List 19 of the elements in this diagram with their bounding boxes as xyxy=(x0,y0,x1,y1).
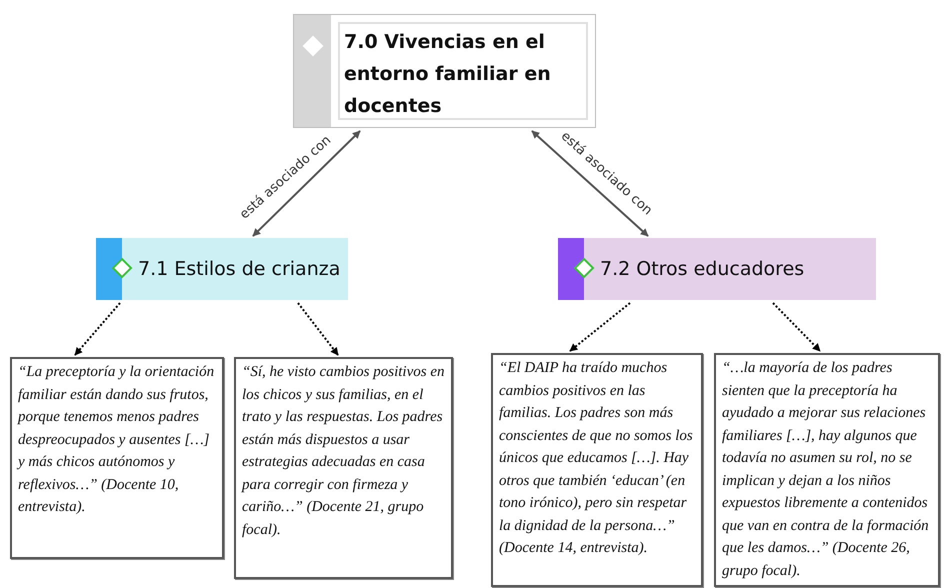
quote-box xyxy=(491,353,703,587)
quote-text: “El DAIP ha traído muchos cambios positivos en las familias. Los padres son más conscientes de que no somos los únicos que educamos […]. Hay otros que también ‘educan’ (en tono irónico), pero sin respetar la dignidad de la persona…” (Docente 14, entrevista). xyxy=(499,359,694,558)
quote-box xyxy=(234,357,453,579)
topic-box xyxy=(293,14,596,128)
category-title: 7.1 Estilos de crianza xyxy=(138,256,340,282)
arrow xyxy=(252,130,361,237)
dotted-arrow xyxy=(569,302,631,352)
quote-box xyxy=(10,357,224,559)
quote-text: “…la mayoría de los padres sienten que la preceptoría ha ayudado a mejorar sus relaciones familiares […], hay algunos que todavía no asumen su rol, no se implican y dejan a los niños expuestos libremente a contenidos que van en contra de la formación que les damos…” (Docente 26, grupo focal). xyxy=(722,359,930,580)
quote-text: “La preceptoría y la orientación familiar están dando sus frutos, porque tenemos menos padres despreocupados y ausentes […] y más chicos autónomos y reflexivos…” (Docente 10, entrevista). xyxy=(18,363,216,517)
dotted-arrow xyxy=(772,302,821,352)
category-title: 7.2 Otros educadores xyxy=(600,256,804,282)
arrow xyxy=(531,130,649,237)
category-box xyxy=(96,238,348,300)
dotted-arrow xyxy=(74,302,121,356)
category-box xyxy=(558,238,876,300)
topic-title: 7.0 Vivencias en el entorno familiar en docentes xyxy=(344,30,552,119)
dotted-arrow xyxy=(297,302,339,356)
quote-text: “Sí, he visto cambios positivos en los chicos y sus familias, en el trato y las respuestas. Los padres están más dispuestos a usar estrategias adecuadas en casa para corregir con firmeza y cariño…” (Docente 21, grupo focal). xyxy=(242,363,445,540)
